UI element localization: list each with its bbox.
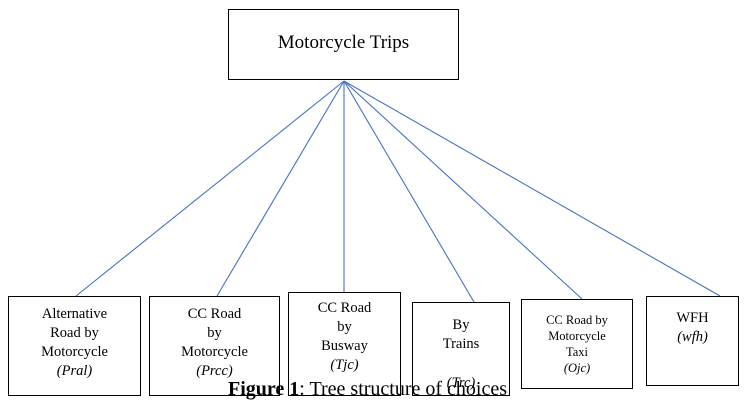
node-code: (Prcc) (196, 363, 233, 379)
figure-caption: Figure 1: Tree structure of choices (0, 378, 748, 407)
figure-caption-label: Figure 1 (228, 378, 300, 400)
node-code: (Trc) (446, 375, 476, 391)
connector-to-motorcycle-taxi (343, 80, 583, 300)
node-wfh: WFH (wfh) (646, 296, 739, 386)
node-label-line: by (337, 319, 352, 335)
root-node-label: Motorcycle Trips (277, 31, 410, 53)
node-label-line: by (207, 325, 222, 341)
node-label-line: Motorcycle (181, 344, 248, 360)
node-cc-road-motorcycle-taxi: CC Road by Motorcycle Taxi (Ojc) (521, 299, 633, 389)
node-by-trains: By Trains (Trc) (412, 302, 510, 396)
node-label-line: CC Road (187, 306, 242, 322)
node-label-line: Road by (50, 325, 99, 341)
node-cc-road-busway: CC Road by Busway (Tjc) (288, 292, 401, 396)
node-label-line: Motorcycle (41, 344, 108, 360)
node-alternative-road-motorcycle: Alternative Road by Motorcycle (Pral) (8, 296, 141, 396)
connector-to-wfh (343, 80, 721, 297)
node-code: (Ojc) (563, 361, 591, 375)
root-node-motorcycle-trips: Motorcycle Trips (228, 9, 459, 80)
node-code: (wfh) (677, 329, 708, 345)
node-label-line: By (452, 317, 470, 333)
node-label-line: Trains (442, 336, 480, 352)
node-code: (Tjc) (330, 357, 359, 373)
connector-to-cc-road-motorcycle (216, 80, 345, 297)
connector-to-alternative-road (75, 80, 345, 297)
node-code: (Pral) (56, 363, 93, 379)
node-label-line: WFH (676, 310, 709, 326)
node-label-line: CC Road by (546, 313, 608, 327)
figure-caption-text: : Tree structure of choices (299, 378, 508, 400)
connector-to-trains (343, 80, 475, 303)
node-label-line: Alternative (41, 306, 108, 322)
node-cc-road-motorcycle: CC Road by Motorcycle (Prcc) (149, 296, 280, 396)
node-label-line: Taxi (565, 345, 589, 359)
node-label-line: CC Road (317, 300, 372, 316)
node-label-line: Busway (321, 338, 368, 354)
node-label-line: Motorcycle (548, 329, 606, 343)
